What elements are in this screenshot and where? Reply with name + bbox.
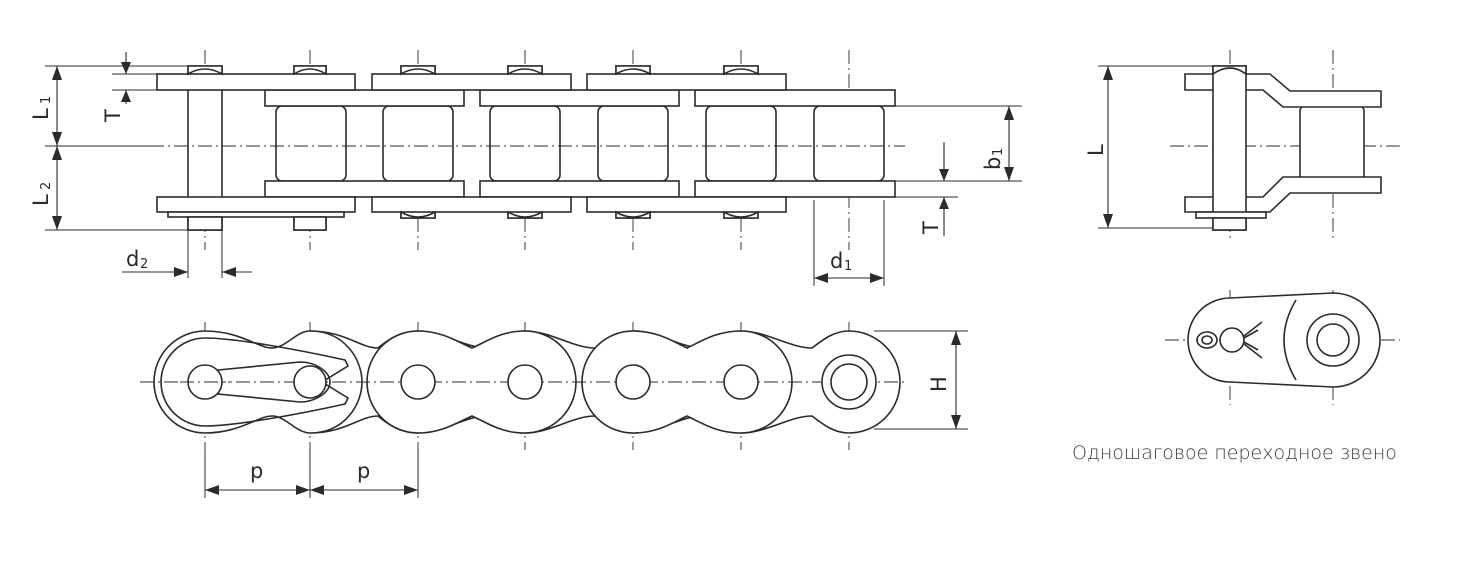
label-L2: L [29,194,53,206]
dim-T-right [895,142,958,236]
offset-link-plate-front [153,330,363,434]
chain-top-view: L 1 T L 2 d 2 b 1 [29,50,1022,286]
dim-pitch [204,450,419,498]
label-d1: d [830,249,843,273]
dim-d1 [813,200,885,286]
chain-front-view: H p p [140,322,968,498]
label-L-side: L [1084,144,1108,156]
label-d2: d [126,247,139,271]
offset-link-inner-contour [160,337,350,427]
offset-link-arc [1283,299,1297,381]
label-T-right: T [919,221,943,235]
label-H: H [927,376,951,392]
label-T-top: T [101,109,125,123]
label-b1: b [981,157,1005,170]
dim-d2 [122,230,252,278]
outer-plates-top [156,73,787,218]
rivet-heads-top [187,65,759,231]
label-L2-sub: 2 [39,182,54,190]
inner-plates-top [264,89,896,198]
offset-link-caption: Одношаговое переходное звено [1072,442,1397,464]
offset-link-side-view: L [1084,50,1400,240]
label-d1-sub: 1 [844,259,852,274]
dim-H [874,330,968,430]
label-b1-sub: 1 [991,148,1006,156]
label-p-right: p [357,459,370,483]
offset-link-front-view [1165,290,1400,405]
offset-link-slot [217,361,331,403]
label-d2-sub: 2 [140,257,148,272]
label-L1-sub: 1 [39,96,54,104]
label-p-left: p [250,459,263,483]
rollers-top [275,105,885,182]
label-L1: L [29,108,53,120]
dim-lines-left [45,52,188,231]
